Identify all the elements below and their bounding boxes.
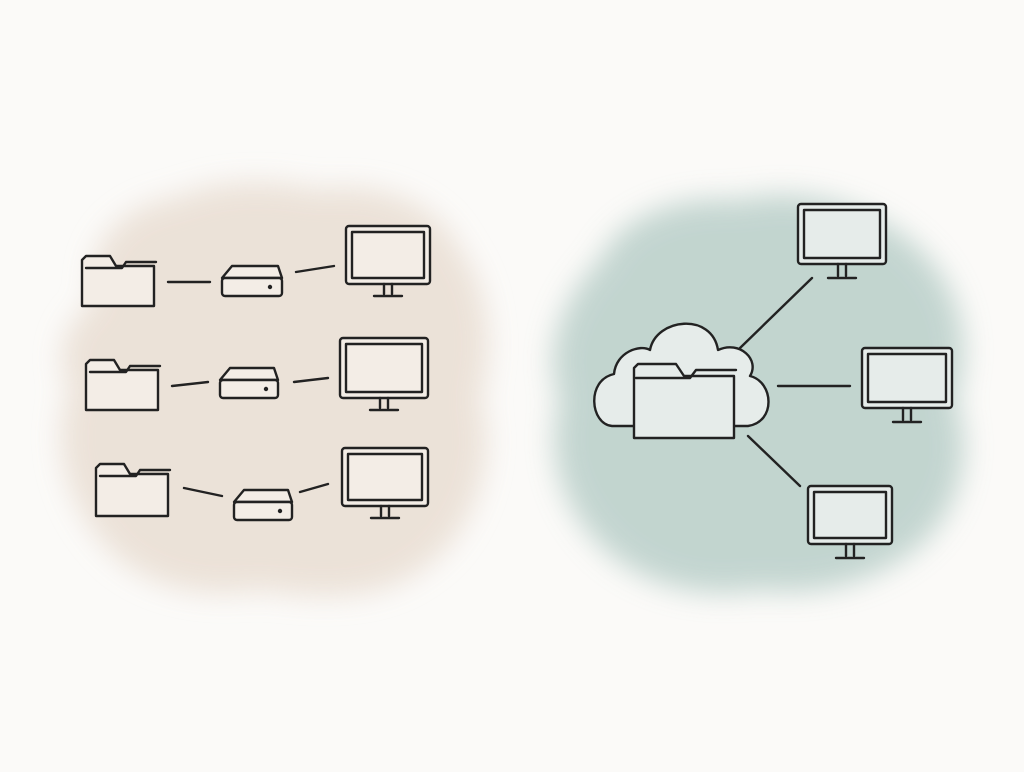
monitor-icon: [340, 446, 430, 520]
hard-drive-icon: [232, 488, 294, 522]
connector-line: [746, 434, 802, 488]
hard-drive-icon: [218, 366, 280, 400]
connector-line: [170, 380, 210, 388]
monitor-icon: [796, 202, 888, 280]
monitor-icon: [860, 346, 954, 424]
cloud-folder-icon: [593, 322, 770, 440]
folder-icon: [94, 462, 172, 518]
monitor-icon: [806, 484, 894, 560]
local-storage-diagram: [80, 224, 432, 522]
connector-line: [738, 276, 814, 350]
local-row-2: [84, 336, 430, 412]
local-row-1: [80, 224, 432, 308]
folder-icon: [632, 362, 738, 440]
monitor-icon: [344, 224, 432, 298]
monitor-icon: [338, 336, 430, 412]
cloud-storage-diagram: [593, 202, 954, 560]
connector-line: [298, 482, 330, 494]
connector-line: [292, 376, 330, 384]
folder-icon: [84, 358, 162, 412]
local-row-3: [94, 446, 430, 522]
connector-line: [294, 264, 336, 274]
hard-drive-icon: [220, 264, 284, 298]
folder-icon: [80, 254, 158, 308]
connector-line: [182, 486, 224, 498]
